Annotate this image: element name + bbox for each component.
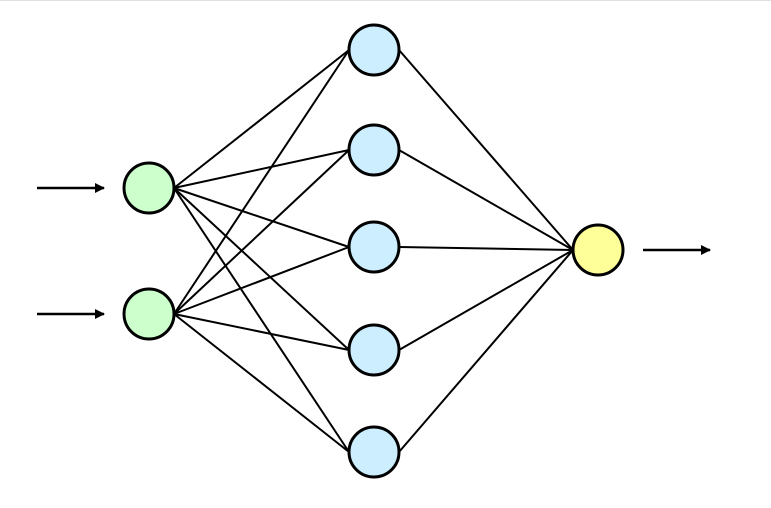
connection-line	[398, 249, 574, 453]
top-border	[0, 0, 771, 1]
connections	[173, 49, 574, 453]
connection-line	[398, 246, 574, 251]
nodes	[122, 23, 625, 479]
input-node	[122, 161, 176, 215]
connection-line	[173, 187, 350, 453]
connection-line	[173, 187, 350, 248]
hidden-node	[347, 425, 401, 479]
connection-line	[173, 246, 350, 315]
connection-line	[173, 49, 350, 189]
connection-line	[398, 249, 574, 351]
arrows	[37, 183, 711, 319]
hidden-node	[347, 23, 401, 77]
output-node	[571, 223, 625, 277]
input-node	[122, 287, 176, 341]
connection-line	[173, 187, 350, 351]
hidden-node	[347, 123, 401, 177]
connection-line	[173, 313, 350, 351]
connection-line	[398, 49, 574, 251]
connection-line	[173, 149, 350, 189]
hidden-node	[347, 220, 401, 274]
hidden-node	[347, 323, 401, 377]
connection-line	[173, 49, 350, 315]
connection-line	[173, 149, 350, 315]
connection-line	[173, 313, 350, 453]
connection-line	[398, 149, 574, 251]
